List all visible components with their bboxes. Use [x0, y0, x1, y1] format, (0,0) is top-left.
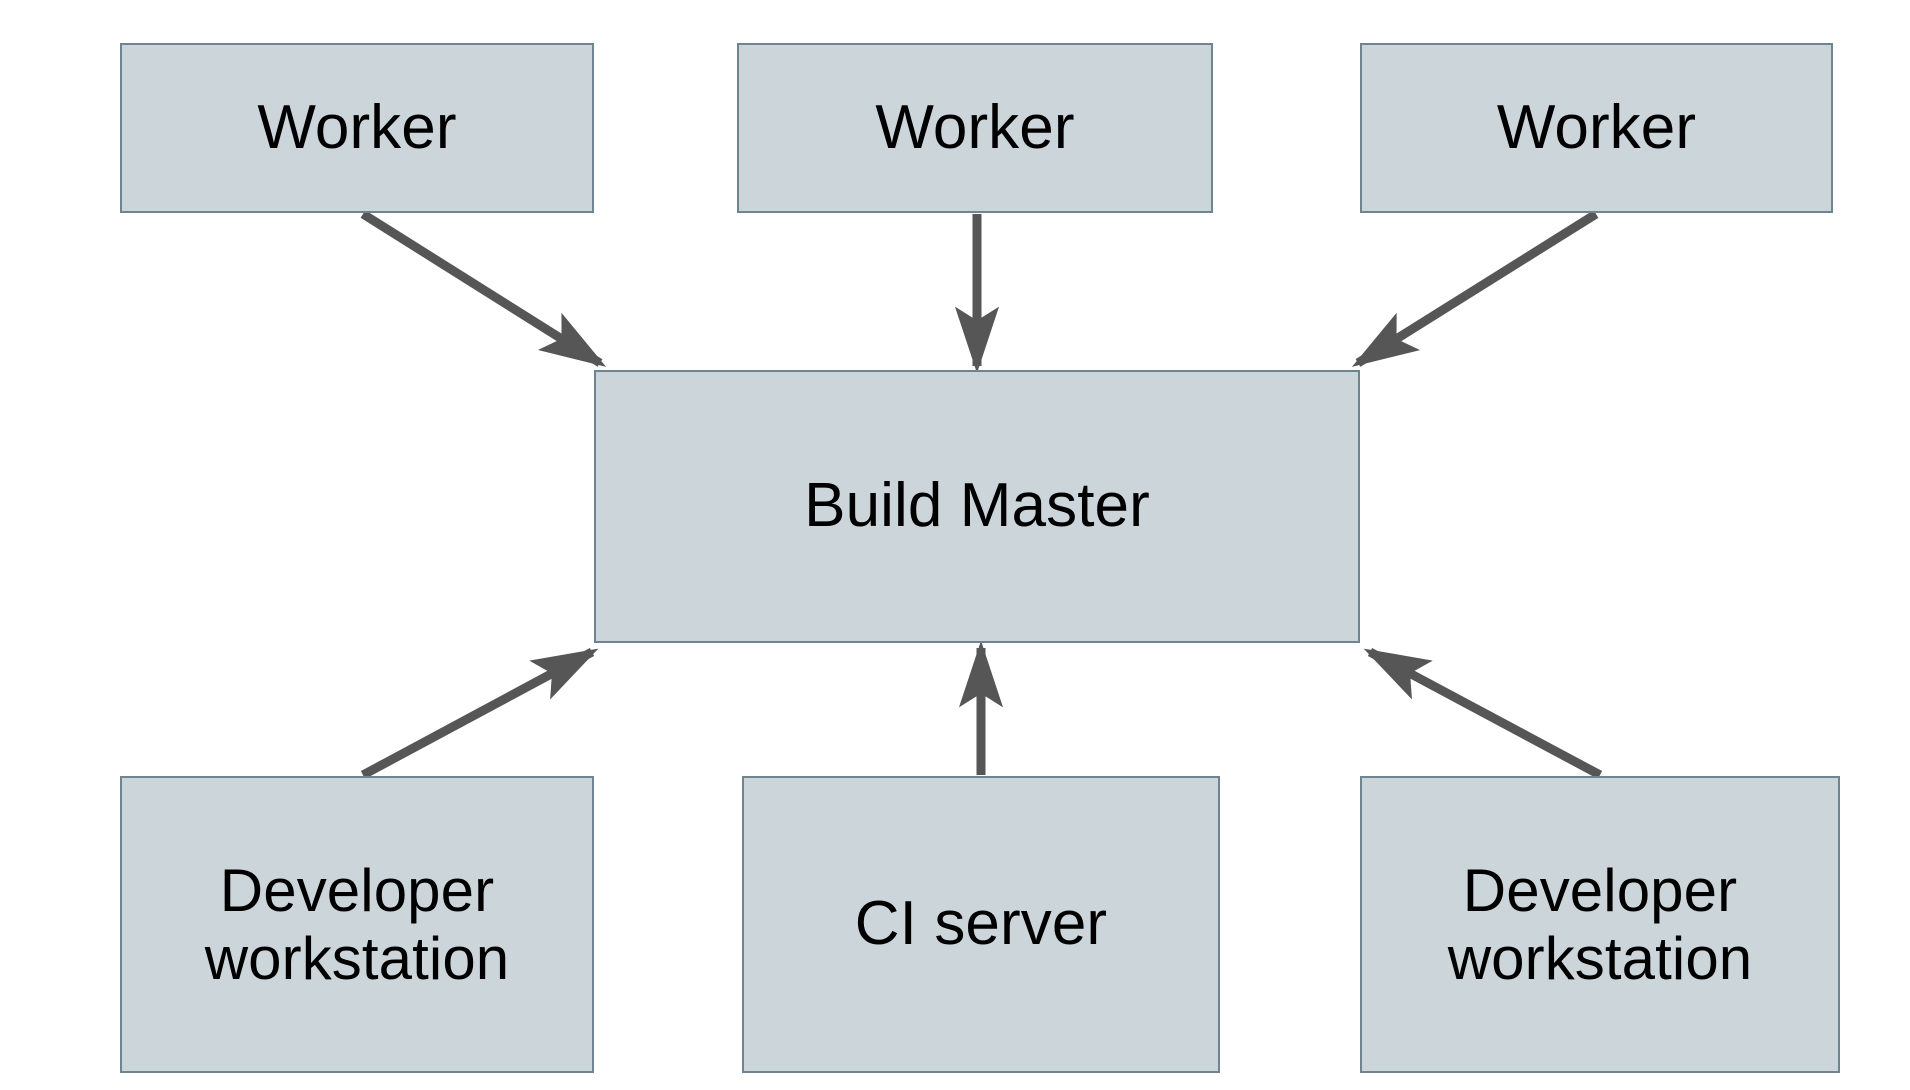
node-dev-workstation-right[interactable]: Developer workstation: [1360, 776, 1840, 1073]
node-build-master-label: Build Master: [804, 471, 1150, 541]
node-ci-server-label: CI server: [854, 889, 1108, 959]
node-worker-3-label: Worker: [1496, 92, 1697, 162]
node-worker-1-label: Worker: [257, 92, 457, 162]
edge-worker-3-to-build-master: [1351, 210, 1599, 367]
edge-worker-1-to-build-master: [360, 210, 607, 367]
node-worker-3[interactable]: Worker: [1360, 43, 1833, 213]
edge-dev-right-to-build-master: [1363, 648, 1603, 779]
edge-dev-left-to-build-master: [360, 648, 599, 779]
node-dev-workstation-left[interactable]: Developer workstation: [120, 776, 594, 1073]
node-build-master[interactable]: Build Master: [594, 370, 1360, 643]
node-dev-workstation-right-label: Developer workstation: [1447, 856, 1753, 992]
node-dev-workstation-left-label: Developer workstation: [204, 856, 510, 992]
node-worker-2-label: Worker: [875, 92, 1075, 162]
node-worker-1[interactable]: Worker: [120, 43, 594, 213]
node-worker-2[interactable]: Worker: [737, 43, 1213, 213]
node-ci-server[interactable]: CI server: [742, 776, 1220, 1073]
